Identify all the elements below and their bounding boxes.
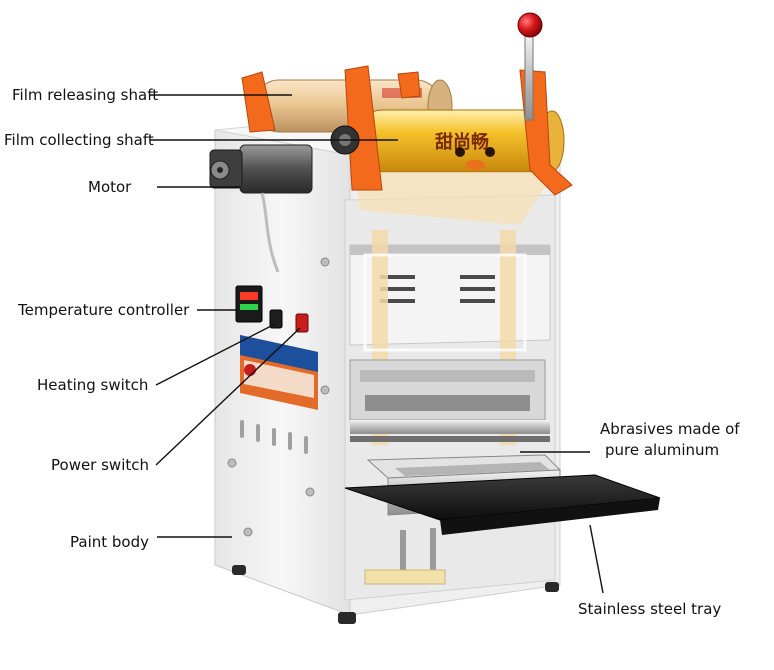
- label-heating-switch: Heating switch: [37, 376, 149, 394]
- label-film-collecting-shaft: Film collecting shaft: [4, 131, 154, 149]
- leader-power-switch: [155, 327, 301, 466]
- leader-heating-switch: [155, 323, 276, 386]
- heating-switch: [269, 309, 283, 329]
- label-paint-body: Paint body: [70, 533, 149, 551]
- label-stainless-steel-tray: Stainless steel tray: [578, 600, 722, 618]
- label-film-releasing-shaft: Film releasing shaft: [12, 86, 159, 104]
- label-abrasives-line2: pure aluminum: [605, 441, 720, 459]
- label-power-switch: Power switch: [51, 456, 150, 474]
- label-temperature-controller: Temperature controller: [18, 301, 190, 319]
- leader-tray: [589, 524, 604, 594]
- label-abrasives-line1: Abrasives made of: [600, 420, 740, 438]
- temperature-controller: [235, 285, 263, 323]
- power-switch: [295, 313, 309, 333]
- film-print-text: 甜尚畅: [435, 131, 489, 153]
- label-motor: Motor: [88, 178, 132, 196]
- stainless-steel-tray: [344, 474, 661, 585]
- handle-lever: [517, 12, 543, 121]
- spec-label-panel: [240, 335, 318, 410]
- sealing-mechanism: [349, 359, 550, 442]
- leader-lines: [150, 94, 604, 594]
